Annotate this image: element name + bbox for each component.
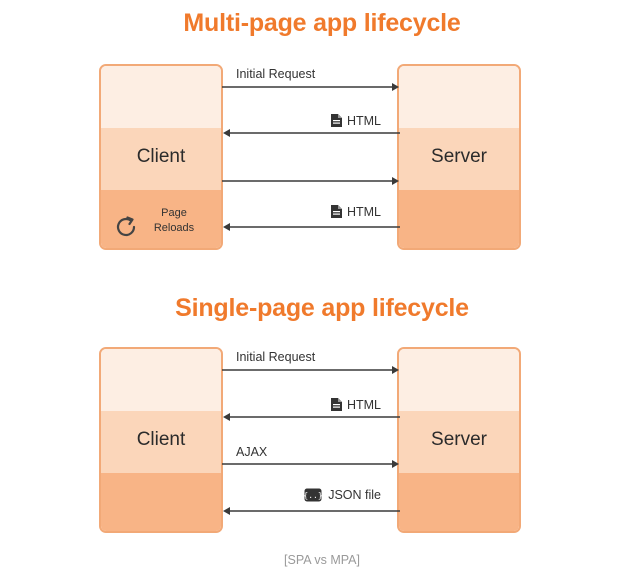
reload-text-line1: Page (161, 207, 187, 219)
mpa-arrow-label-initial-request: Initial Request (236, 67, 316, 81)
mpa-server-box: Server (397, 64, 521, 250)
file-icon (330, 114, 342, 127)
mpa-arrow-html-response (223, 129, 400, 137)
mpa-arrow-page-request (222, 177, 399, 185)
spa-arrow-label-ajax: AJAX (236, 445, 268, 459)
spa-arrow-initial-request (222, 366, 399, 374)
spa-arrow-html-response (223, 413, 400, 421)
reload-text-line2: Reloads (153, 222, 195, 234)
spa-server-label: Server (431, 429, 487, 450)
spa-client-box: Client (99, 347, 223, 533)
spa-arrow-label-html: HTML (330, 398, 381, 412)
json-file-icon: {..} (304, 488, 322, 502)
svg-text:{..}: {..} (304, 491, 322, 500)
spa-arrow-ajax (222, 460, 399, 468)
file-icon (330, 398, 342, 411)
mpa-arrow-label-html-1: HTML (330, 114, 381, 128)
spa-server-box: Server (397, 347, 521, 533)
reload-icon (116, 216, 136, 237)
spa-client-label: Client (136, 429, 186, 450)
mpa-diagram-title: Multi-page app lifecycle (183, 9, 461, 37)
mpa-client-box: Client Page Reloads (99, 64, 223, 250)
mpa-arrow-initial-request (222, 83, 399, 91)
spa-arrow-label-initial-request: Initial Request (236, 350, 316, 364)
spa-arrow-json-response (223, 507, 400, 515)
file-icon (330, 205, 342, 218)
mpa-arrow-html-response-2 (223, 223, 400, 231)
spa-arrow-label-json: {..} JSON file (304, 488, 381, 502)
mpa-arrow-label-html-2: HTML (330, 205, 381, 219)
spa-diagram-title: Single-page app lifecycle (175, 294, 469, 322)
mpa-server-label: Server (431, 146, 487, 167)
page-reload-indicator: Page Reloads (113, 206, 213, 242)
figure-caption: [SPA vs MPA] (284, 553, 360, 567)
mpa-client-label: Client (136, 146, 186, 167)
